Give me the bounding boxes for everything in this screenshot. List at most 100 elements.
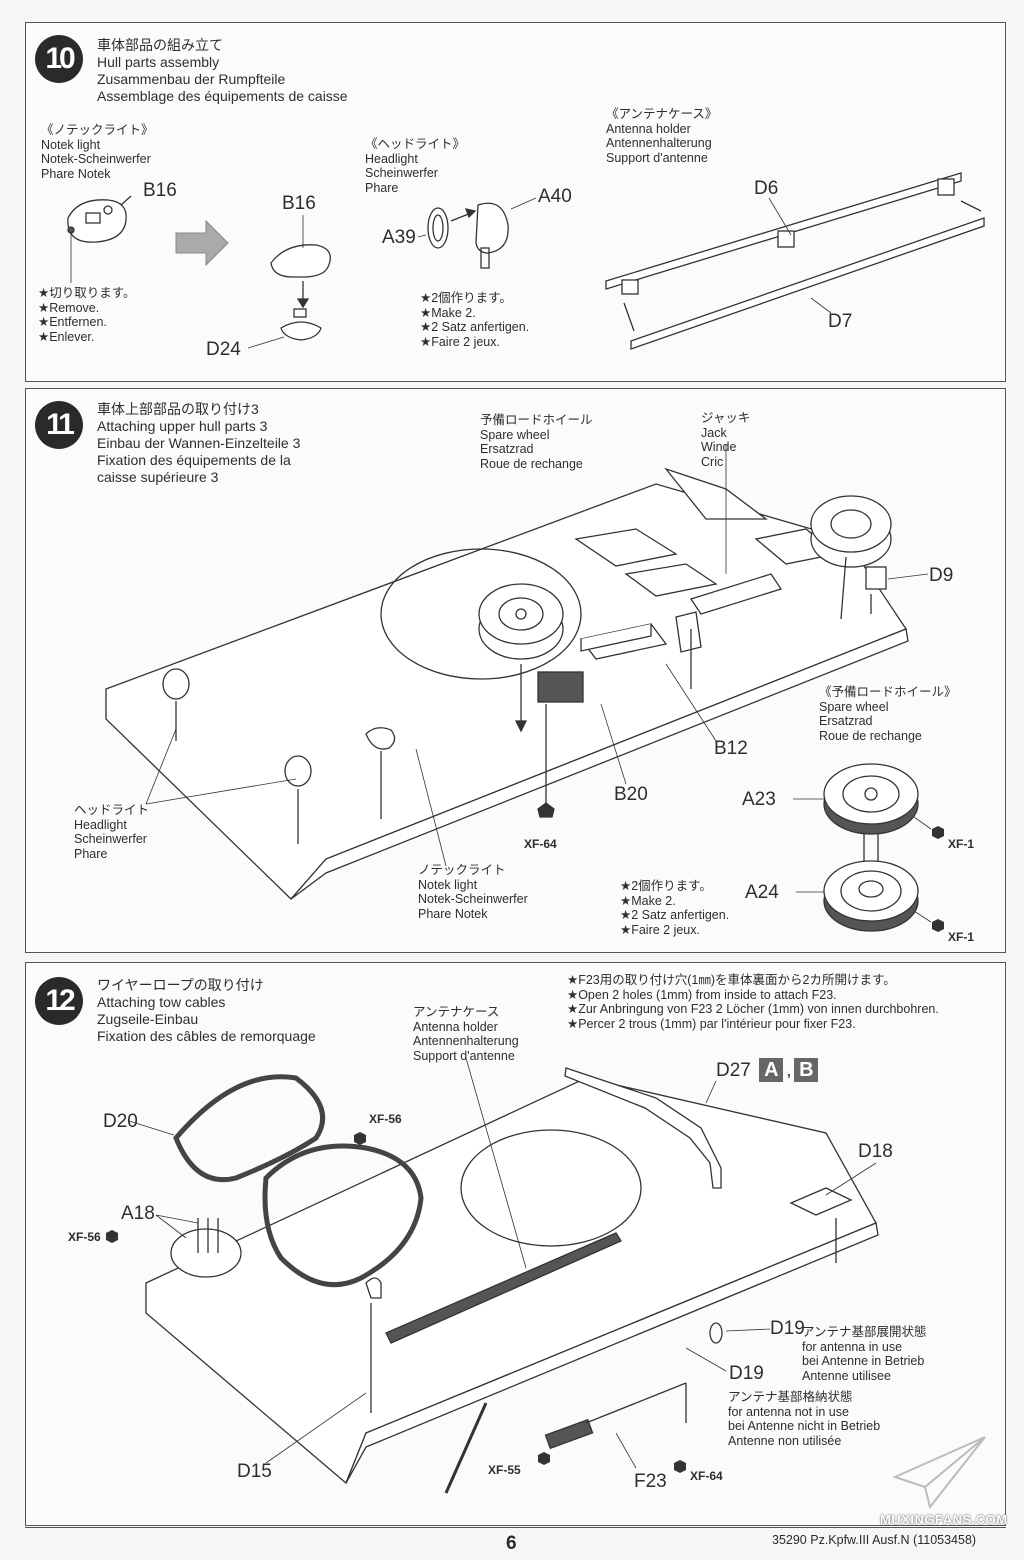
a18-drawing [170, 1218, 242, 1278]
text-line: Winde [701, 440, 737, 454]
title-fr: Fixation des câbles de remorquage [97, 1028, 316, 1044]
step-11-panel: 11 車体上部部品の取り付け3 Attaching upper hull par… [25, 388, 1006, 953]
text-line: 《予備ロードホイール》 [819, 685, 957, 699]
f23-drawing [544, 1382, 687, 1450]
text-line: Roue de rechange [480, 456, 583, 471]
headlight-left-drawing [162, 668, 312, 844]
paint-drop-icon [106, 1132, 686, 1473]
text-line: アンテナ基部展開状態 [802, 1325, 927, 1339]
text-line: Antennenhalterung [413, 1034, 519, 1048]
text-line: ★F23用の取り付け穴(1㎜)を車体裏面から2カ所開けます。 [567, 973, 896, 987]
title-en: Attaching upper hull parts 3 [97, 418, 268, 434]
variant-badge-a: A [759, 1058, 784, 1082]
part-label-d18: D18 [858, 1141, 893, 1162]
text-line: Antenna holder [413, 1019, 498, 1034]
part-label-b16-assembled: B16 [282, 193, 316, 214]
text-line: 《ヘッドライト》 [365, 137, 466, 151]
d27-drawing [564, 1067, 722, 1189]
text-line: Notek-Scheinwerfer [418, 892, 528, 906]
step-10-illustration [67, 172, 985, 350]
part-label-a23: A23 [742, 789, 776, 810]
part-label-b16: B16 [143, 180, 177, 201]
text-line: ★Entfernen. [38, 315, 107, 329]
text-line: Phare [74, 846, 108, 861]
part-label-a40: A40 [538, 186, 572, 207]
make-two-note: ★2個作ります。★Make 2. ★2 Satz anfertigen.★Fai… [420, 291, 529, 349]
text-line: 予備ロードホイール [480, 413, 593, 427]
title-en: Attaching tow cables [97, 994, 226, 1010]
text-line: ★Enlever. [38, 329, 95, 344]
text-line: ★Make 2. [420, 305, 476, 320]
text-line: ★Faire 2 jeux. [620, 922, 700, 937]
part-label-f23: F23 [634, 1471, 667, 1492]
paint-drop-icon [932, 826, 944, 932]
text-line: Support d'antenne [413, 1048, 515, 1063]
kit-code: 35290 Pz.Kpfw.III Ausf.N (11053458) [772, 1533, 977, 1547]
paint-label-xf1: XF-1 [948, 930, 975, 944]
part-label-b20: B20 [614, 784, 648, 805]
text-line: ★Percer 2 trous (1mm) par l'intérieur po… [567, 1016, 856, 1031]
title-fr-cont: caisse supérieure 3 [97, 469, 219, 485]
drill-holes-note: ★F23用の取り付け穴(1㎜)を車体裏面から2カ所開けます。★Open 2 ho… [567, 973, 939, 1031]
text-line: ★切り取ります。 [38, 286, 136, 300]
d27-variant-group: D27 A,B [716, 1058, 819, 1082]
text-line: Antenne utilisee [802, 1368, 891, 1383]
text-line: ★Faire 2 jeux. [420, 334, 500, 349]
title-de: Zusammenbau der Rumpfteile [97, 71, 286, 87]
step-10-panel: 10 車体部品の組み立て Hull parts assembly Zusamme… [25, 22, 1006, 382]
text-line: Spare wheel [480, 427, 550, 442]
make-two-note: ★2個作ります。★Make 2. ★2 Satz anfertigen.★Fai… [620, 879, 729, 937]
spare-wheel-drawing [478, 583, 564, 660]
part-label-d19-stowed: D19 [729, 1363, 764, 1384]
step-title: 車体上部部品の取り付け3 Attaching upper hull parts … [97, 401, 300, 486]
text-line: Phare [365, 180, 399, 195]
text-line: Antenne non utilisée [728, 1433, 842, 1448]
text-line: 《ノテックライト》 [41, 123, 154, 137]
antenna-holder-label: 《アンテナケース》Antenna holder Antennenhalterun… [606, 107, 717, 165]
text-line: ★2 Satz anfertigen. [420, 320, 530, 334]
wheel-a23-drawing [823, 763, 919, 835]
text-line: ジャッキ [701, 411, 751, 425]
paint-label-xf1: XF-1 [948, 837, 975, 851]
step-12-panel: 12 ワイヤーロープの取り付け Attaching tow cables Zug… [25, 962, 1006, 1526]
antenna-holder-drawing [605, 172, 985, 350]
part-label-d6: D6 [754, 178, 779, 199]
title-fr: Assemblage des équipements de caisse [97, 88, 348, 104]
paint-label-xf64: XF-64 [524, 837, 557, 851]
part-label-d27: D27 [716, 1060, 751, 1081]
text-line: ★Zur Anbringung von F23 2 Löcher (1mm) v… [567, 1002, 939, 1016]
text-line: Notek light [418, 877, 478, 892]
text-line: ★Remove. [38, 300, 100, 315]
page-number: 6 [506, 1533, 517, 1554]
text-line: Ersatzrad [480, 442, 534, 456]
part-label-d7: D7 [828, 311, 853, 332]
text-line: ノテックライト [418, 863, 506, 877]
title-ja: 車体上部部品の取り付け3 [97, 401, 259, 417]
text-line: 《アンテナケース》 [606, 107, 718, 121]
text-line: ★2 Satz anfertigen. [620, 908, 730, 922]
text-line: Scheinwerfer [365, 166, 438, 180]
notek-light-drawing [67, 199, 127, 243]
step-12-illustration [106, 1057, 879, 1494]
step-number-badge: 10 [35, 35, 83, 83]
text-line: Spare wheel [819, 699, 889, 714]
title-ja: ワイヤーロープの取り付け [97, 977, 264, 993]
title-de: Einbau der Wannen-Einzelteile 3 [97, 435, 301, 451]
notek-light-hull-drawing [365, 727, 396, 819]
text-line: ★Open 2 holes (1mm) from inside to attac… [567, 987, 837, 1002]
part-label-a39: A39 [382, 227, 416, 248]
text-line: Scheinwerfer [74, 832, 147, 846]
part-label-d19-in-use: D19 [770, 1318, 805, 1339]
paint-label-xf64: XF-64 [690, 1469, 723, 1483]
part-label-b12: B12 [714, 738, 748, 759]
paint-label-xf56: XF-56 [68, 1230, 101, 1244]
paint-label-xf56: XF-56 [369, 1112, 402, 1126]
text-line: Ersatzrad [819, 714, 873, 728]
text-line: ★2個作ります。 [420, 291, 512, 305]
